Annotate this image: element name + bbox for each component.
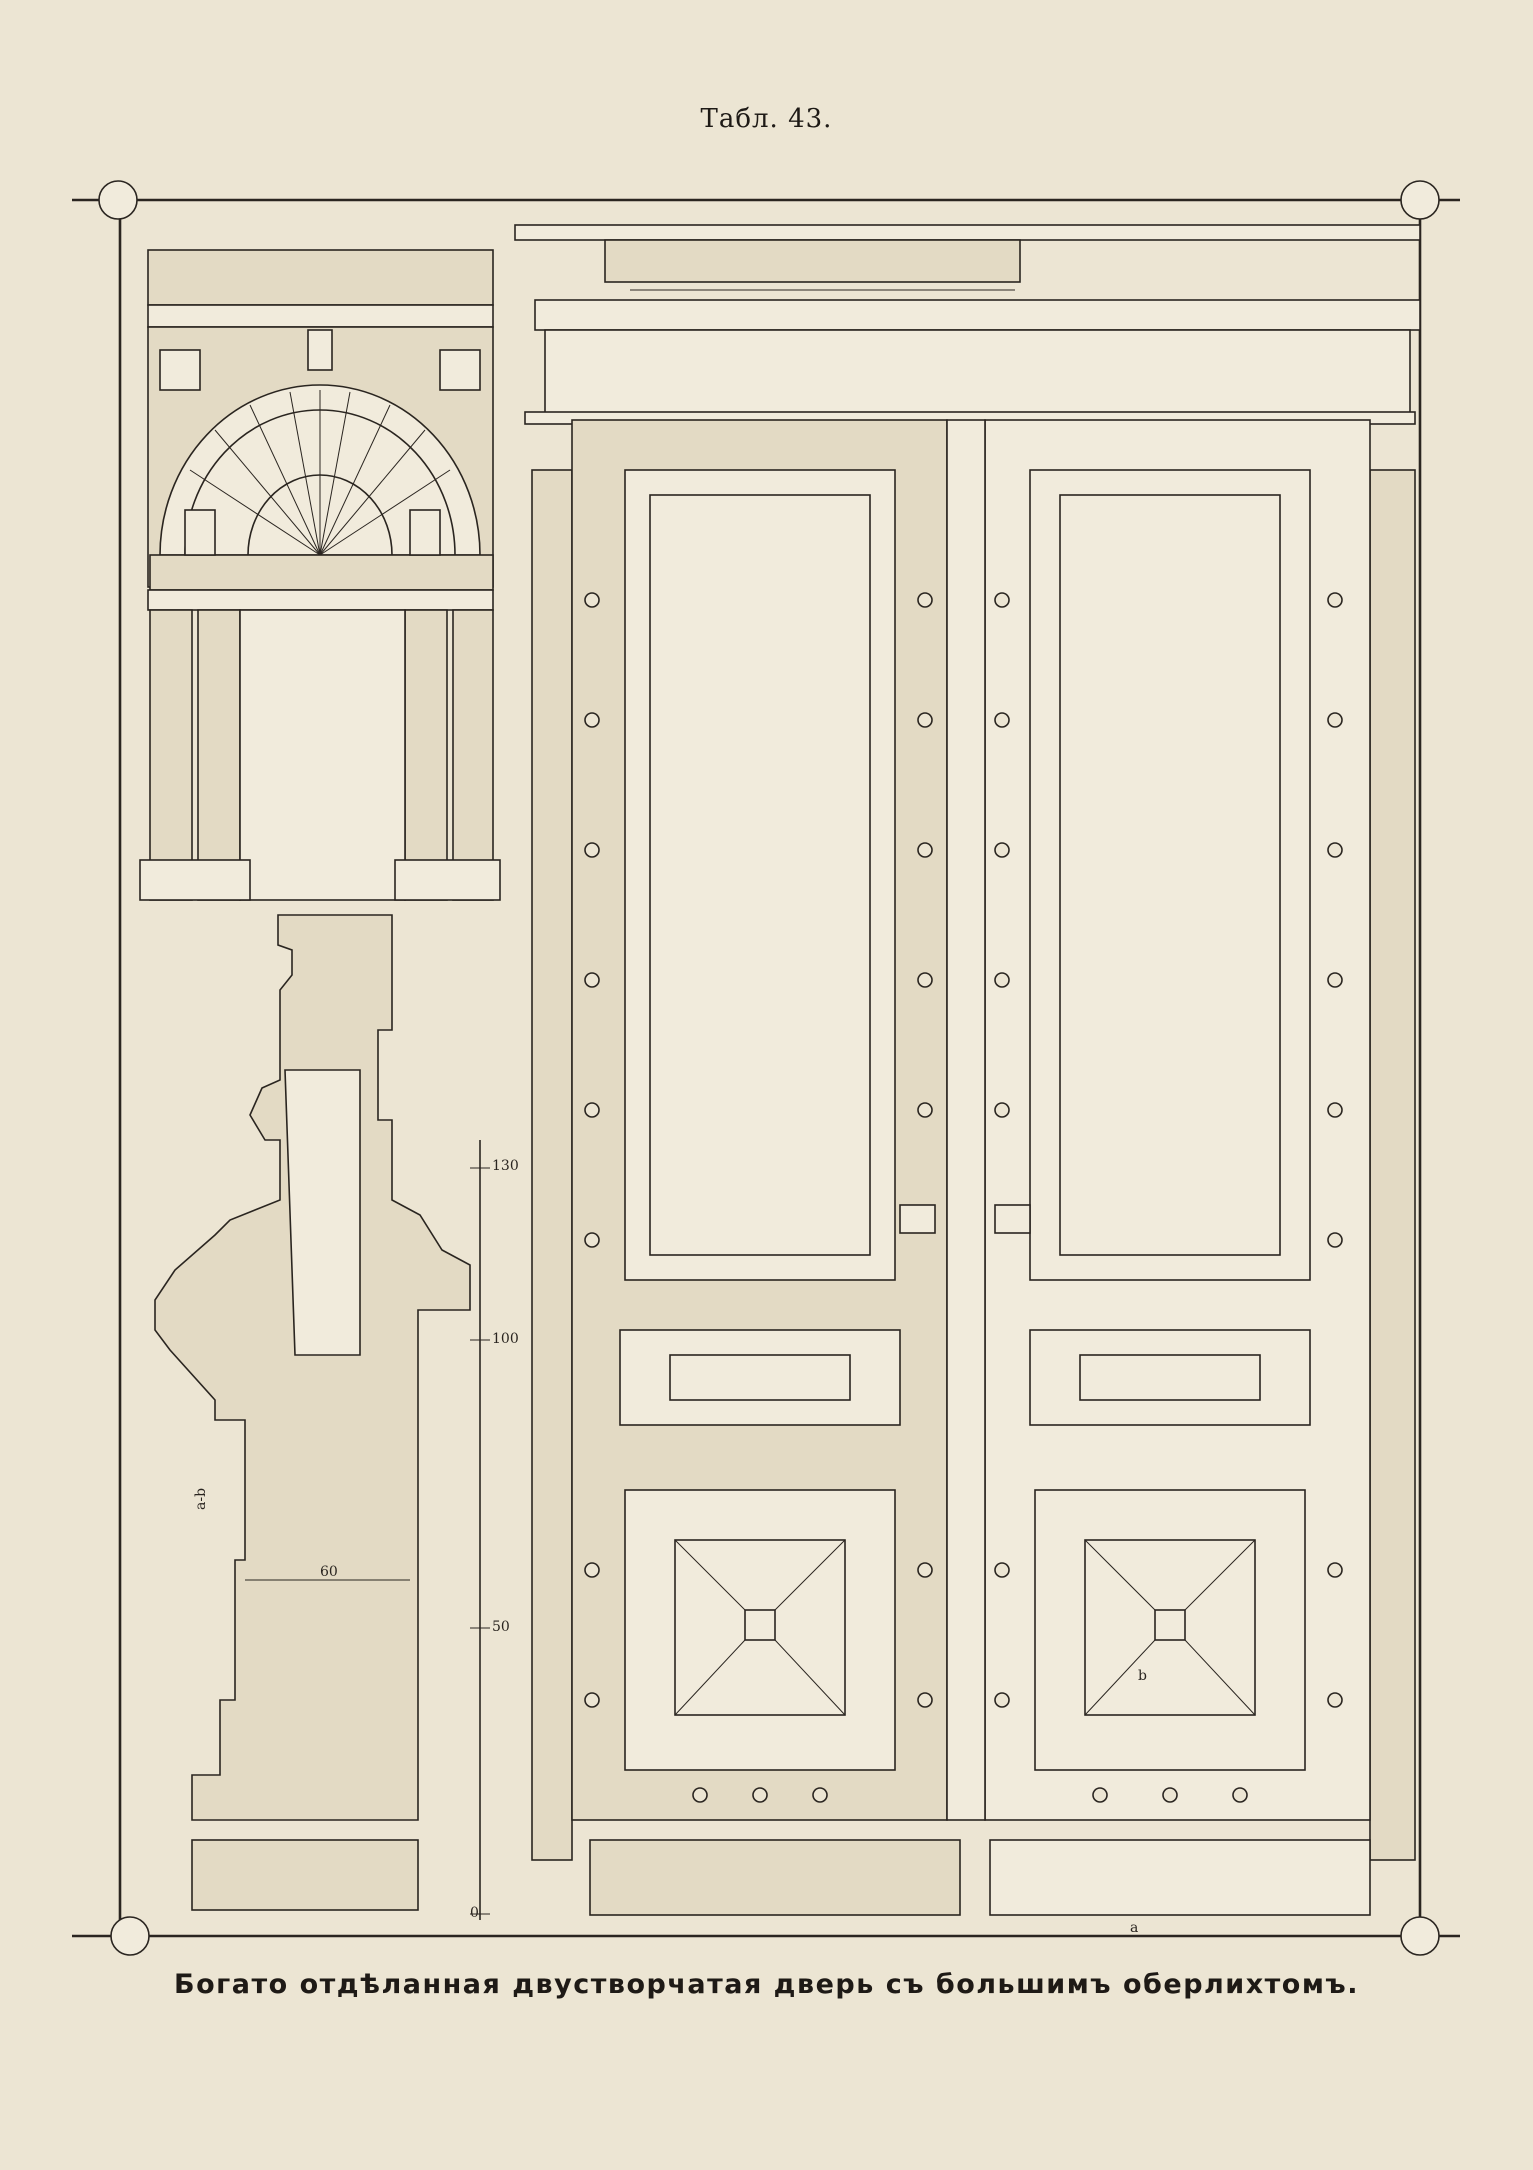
label-b: b [1138, 1668, 1147, 1684]
plate-title: Табл. 43. [700, 104, 833, 134]
corner-mark-tl [98, 180, 138, 220]
dim-0: 0 [470, 1905, 479, 1921]
corner-mark-bl [110, 1916, 150, 1956]
latch-right [994, 1204, 1031, 1234]
corner-mark-br [1400, 1916, 1440, 1956]
profile-section: 130 100 50 0 60 a-b [154, 914, 519, 1921]
arched-portal-elevation [139, 249, 501, 901]
dim-50: 50 [492, 1619, 510, 1635]
dim-60: 60 [320, 1564, 338, 1580]
latch-left [899, 1204, 936, 1234]
frame [72, 180, 1460, 1956]
plate-caption: Богато отдѣланная двустворчатая дверь съ… [174, 1969, 1359, 2000]
dim-130: 130 [492, 1158, 519, 1174]
door-studs [584, 592, 1343, 1803]
corner-mark-tr [1400, 180, 1440, 220]
label-a: a [1130, 1920, 1138, 1936]
dim-100: 100 [492, 1331, 519, 1347]
section-ref-label: a-b [193, 1488, 209, 1510]
double-door-elevation: a b [514, 224, 1421, 1936]
